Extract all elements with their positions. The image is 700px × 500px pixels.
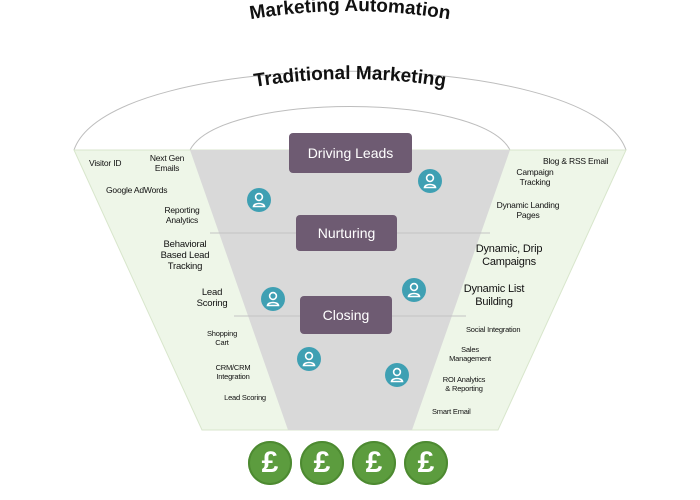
pound-coin-icon: £ xyxy=(352,441,396,485)
label-social-integration: Social Integration xyxy=(466,325,521,334)
user-icon xyxy=(385,363,409,387)
label-drip-campaigns: Dynamic, Drip Campaigns xyxy=(475,243,543,268)
label-google-adwords: Google AdWords xyxy=(106,185,168,195)
label-visitor-id: Visitor ID xyxy=(89,158,122,168)
outer-title: Marketing Automation xyxy=(248,0,452,24)
label-shopping-cart: Shopping Cart xyxy=(206,329,238,347)
user-icon xyxy=(418,169,442,193)
label-roi-analytics: ROI Analytics & Reporting xyxy=(442,375,486,393)
inner-title: Traditional Marketing xyxy=(252,63,447,92)
pound-coin-icon: £ xyxy=(300,441,344,485)
label-sales-management: Sales Management xyxy=(449,345,491,363)
pound-coin-icon: £ xyxy=(248,441,292,485)
stage-driving-leads: Driving Leads xyxy=(289,133,412,173)
stage-closing: Closing xyxy=(300,296,392,334)
label-next-gen-emails: Next Gen Emails xyxy=(149,153,185,174)
inner-funnel xyxy=(190,150,510,430)
label-reporting-analytics: Reporting Analytics xyxy=(164,205,200,226)
label-dynamic-landing-pages: Dynamic Landing Pages xyxy=(496,200,560,221)
label-list-building: Dynamic List Building xyxy=(463,283,525,308)
outer-arc xyxy=(73,70,627,151)
user-icon xyxy=(297,347,321,371)
label-smart-email: Smart Email xyxy=(432,407,471,416)
label-behavioral-tracking: Behavioral Based Lead Tracking xyxy=(160,239,210,273)
label-campaign-tracking: Campaign Tracking xyxy=(516,167,554,188)
stage-nurturing: Nurturing xyxy=(296,215,397,251)
pound-coin-icon: £ xyxy=(404,441,448,485)
label-lead-scoring-low: Lead Scoring xyxy=(224,393,266,402)
label-crm-integration: CRM/CRM Integration xyxy=(215,363,251,381)
inner-arc xyxy=(189,106,511,151)
user-icon xyxy=(247,188,271,212)
label-lead-scoring-mid: Lead Scoring xyxy=(196,287,228,310)
user-icon xyxy=(402,278,426,302)
user-icon xyxy=(261,287,285,311)
label-blog-rss-email: Blog & RSS Email xyxy=(543,156,609,166)
